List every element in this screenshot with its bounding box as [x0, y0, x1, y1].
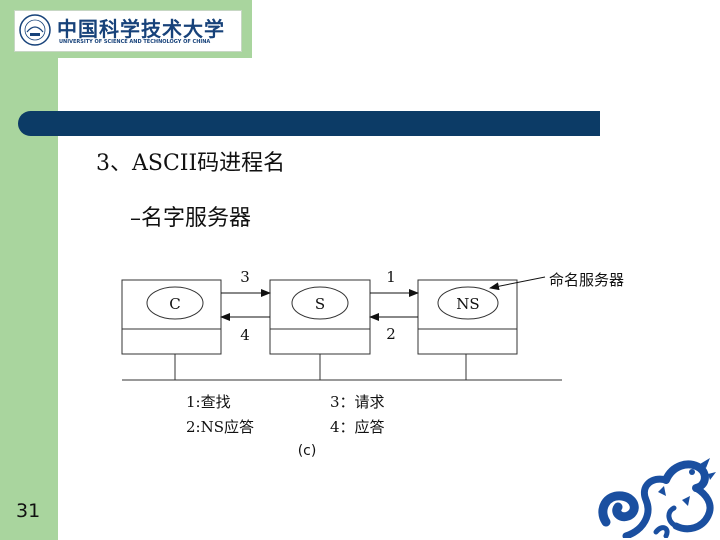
legend-item-4: 4：应答 [330, 418, 385, 436]
node-c-label: C [169, 295, 180, 313]
logo-english-name: UNIVERSITY OF SCIENCE AND TECHNOLOGY OF … [59, 39, 211, 45]
callout-arrow [489, 276, 546, 291]
dragon-logo-icon [598, 458, 716, 538]
arrow-label-3: 3 [240, 268, 250, 286]
arrow-label-1: 1 [386, 268, 396, 286]
node-c: C [121, 279, 222, 355]
arrow-label-2: 2 [386, 325, 396, 343]
rounded-corner [58, 58, 118, 118]
diagram-caption: (c) [298, 443, 317, 459]
university-logo: 中国科学技术大学 UNIVERSITY OF SCIENCE AND TECHN… [14, 10, 242, 52]
node-ns: NS [417, 279, 518, 355]
slide-heading: 3、ASCII码进程名 [96, 151, 286, 176]
arrow-label-4: 4 [240, 326, 250, 344]
title-bar [18, 111, 600, 136]
logo-chinese-name: 中国科学技术大学 [57, 17, 225, 41]
legend-item-3: 3：请求 [330, 393, 385, 411]
node-ns-label: NS [456, 295, 479, 313]
node-s-label: S [315, 295, 325, 313]
legend-item-1: 1:查找 [186, 393, 231, 411]
name-server-diagram: C S NS 3 4 1 2 命名服务器 1:查找 2:NS应答 3：请求 4：… [121, 268, 624, 459]
left-sidebar-band [0, 0, 58, 540]
university-seal-icon [19, 14, 51, 46]
legend-item-2: 2:NS应答 [186, 418, 254, 436]
node-s: S [269, 279, 371, 355]
slide-subheading: –名字服务器 [130, 206, 252, 231]
callout-label: 命名服务器 [549, 271, 624, 289]
page-number: 31 [16, 500, 41, 522]
